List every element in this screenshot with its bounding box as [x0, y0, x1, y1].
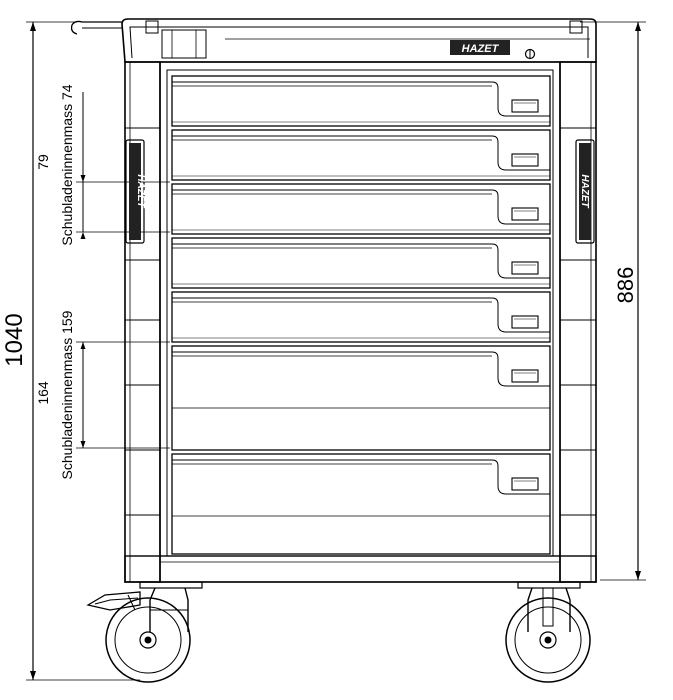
drawer-label-holder: [511, 477, 539, 491]
drawer-label-holder: [511, 369, 539, 383]
drawer-6[interactable]: [171, 345, 551, 451]
top-tray: HAZET: [70, 18, 597, 63]
left-side-logo: HAZET: [125, 139, 146, 244]
dimension-small-drawer: 79 Schubladeninnenmass 74: [35, 84, 170, 246]
small-drawer-pitch-label: 79: [35, 154, 51, 170]
drawers: [171, 75, 551, 555]
left-caster-brake: [86, 581, 203, 683]
drawer-label-holder: [511, 207, 539, 221]
lock-icon: [524, 48, 536, 60]
drawer-2[interactable]: [171, 129, 551, 181]
left-side-logo-text: HAZET: [135, 174, 146, 208]
drawer-3[interactable]: [171, 183, 551, 235]
drawer-label-holder: [511, 261, 539, 275]
right-side-logo: HAZET: [575, 139, 595, 244]
brand-logo-text: HAZET: [462, 43, 500, 55]
drawer-1[interactable]: [171, 75, 551, 127]
dimension-total-height: 1040: [1, 21, 140, 681]
right-side-logo-text: HAZET: [579, 174, 590, 208]
drawer-label-holder: [511, 99, 539, 113]
body-height-label: 886: [613, 267, 638, 304]
large-drawer-inner-label: Schubladeninnenmass 159: [59, 310, 75, 479]
drawer-5[interactable]: [171, 291, 551, 343]
drawer-4[interactable]: [171, 237, 551, 289]
large-drawer-pitch-label: 164: [35, 381, 51, 405]
total-height-label: 1040: [1, 313, 28, 366]
right-caster: [505, 581, 591, 683]
drawer-label-holder: [511, 315, 539, 329]
dimension-body-height: 886: [580, 21, 646, 581]
brand-logo-plate: [450, 40, 510, 55]
side-panel-segments: [125, 127, 596, 516]
drawer-label-holder: [511, 153, 539, 167]
small-drawer-inner-label: Schubladeninnenmass 74: [59, 84, 75, 245]
drawer-7[interactable]: [171, 453, 551, 555]
dimension-large-drawer: 164 Schubladeninnenmass 159: [35, 310, 170, 479]
